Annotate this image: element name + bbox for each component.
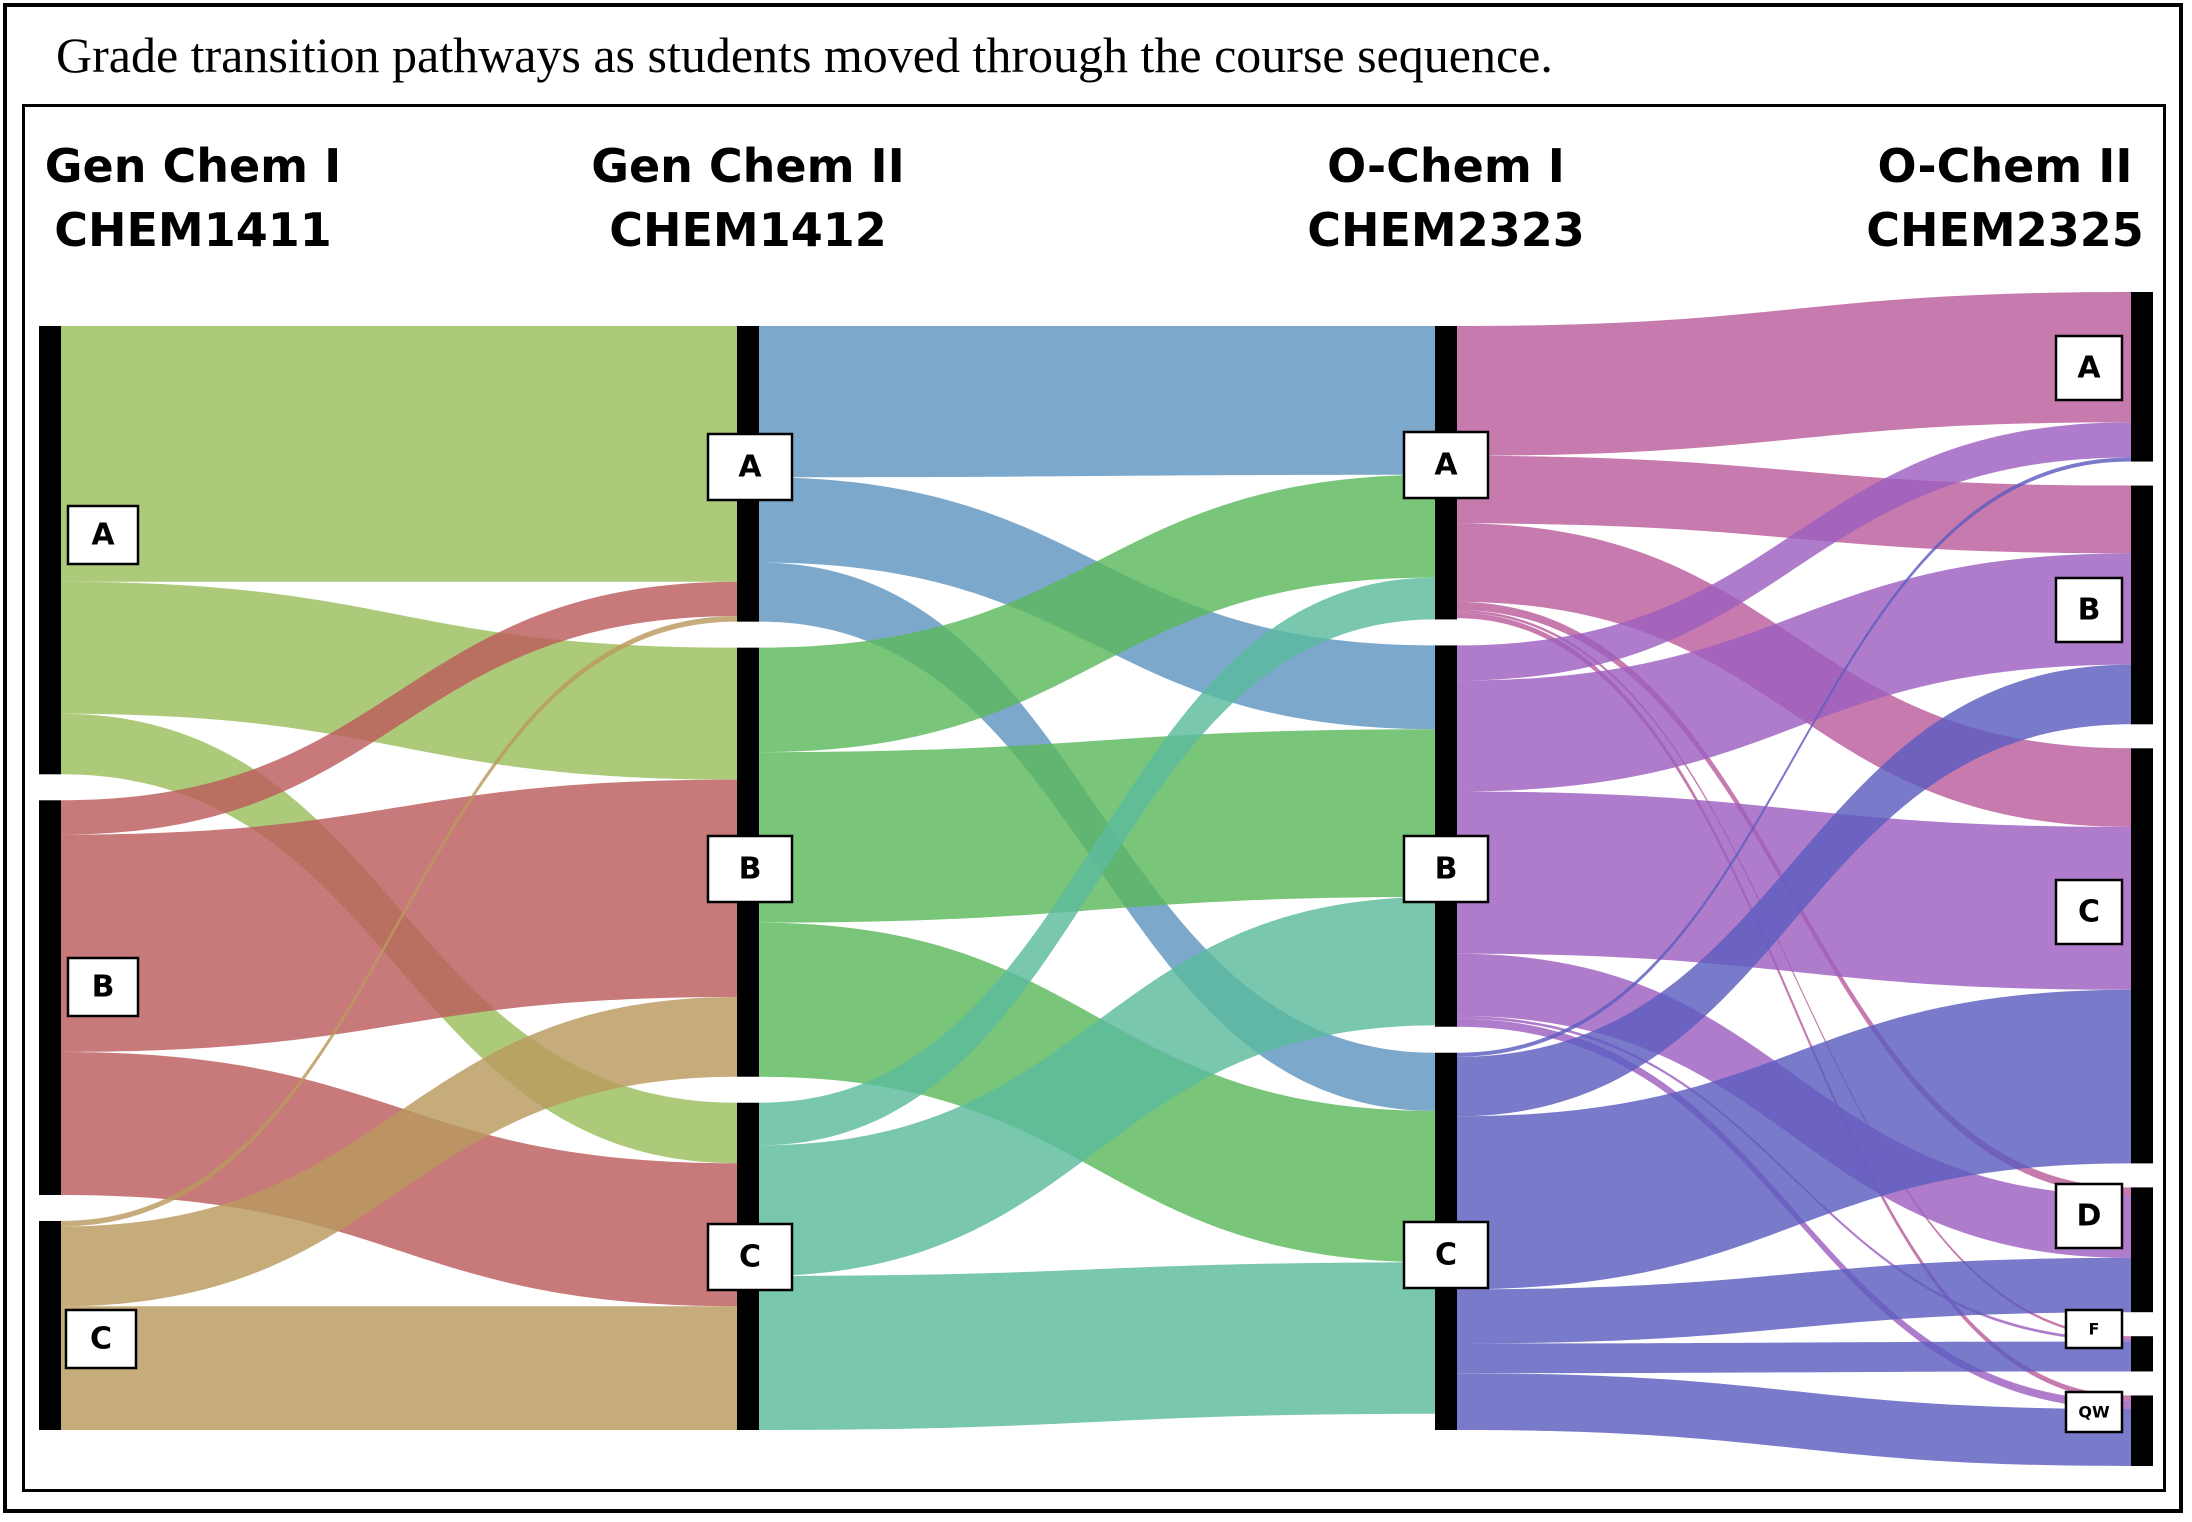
flow-c3C-to-c4F (1457, 1341, 2131, 1374)
flow-c1C-to-c2C (61, 1306, 737, 1430)
node-label-c3C: C (1402, 1220, 1490, 1290)
flow-c2C-to-c3A (759, 577, 1435, 1146)
flow-c3B-to-c4A (1457, 422, 2131, 681)
node-label-box-c1C (64, 1308, 138, 1370)
node-label-c4F: F (2064, 1308, 2124, 1350)
node-label-text-c1B: B (92, 970, 115, 1005)
node-label-text-c4C: C (2078, 895, 2100, 930)
flow-c2A-to-c3A (759, 326, 1435, 478)
flow-c2B-to-c3A (759, 474, 1435, 753)
node-label-box-c1B (66, 956, 140, 1018)
column-titles-layer: Gen Chem I CHEM1411 Gen Chem II CHEM1412 O-C… (45, 139, 2144, 257)
figure-frame (22, 104, 2166, 1492)
node-label-c4A: A (2054, 334, 2124, 402)
node-label-text-c4B: B (2078, 593, 2101, 628)
node-label-box-c4B (2054, 576, 2124, 644)
flow-c3C-to-c4C (1457, 989, 2131, 1290)
column-title-c4-line1: O-Chem II (1878, 139, 2133, 193)
flow-c3A-to-c4QW (1457, 612, 2131, 1401)
flow-c1A-to-c2B (61, 581, 737, 780)
node-bar-c4F (2131, 1336, 2153, 1372)
node-label-c4B: B (2054, 576, 2124, 644)
node-label-box-c3C (1402, 1220, 1490, 1290)
node-label-c2B: B (706, 834, 794, 904)
flow-c2C-to-c3B (759, 896, 1435, 1276)
node-label-box-c4A (2054, 334, 2124, 402)
node-label-text-c2C: C (739, 1240, 761, 1275)
node-label-box-c2B (706, 834, 794, 904)
node-bar-c4B (2131, 485, 2153, 725)
flow-c1B-to-c2B (61, 779, 737, 1052)
node-label-text-c2A: A (738, 450, 762, 485)
node-labels-layer: A B C A B C A B C A B C D F QW (64, 334, 2124, 1434)
node-label-text-c4QW: QW (2078, 1403, 2110, 1422)
node-label-box-c4QW (2064, 1390, 2124, 1434)
flow-c2B-to-c3B (759, 729, 1435, 923)
flow-c1C-to-c2B (61, 996, 737, 1307)
node-label-c4QW: QW (2064, 1390, 2124, 1434)
node-label-text-c3B: B (1435, 852, 1458, 887)
flow-c3A-to-c4A (1457, 292, 2131, 456)
flow-c3B-to-c4B (1457, 553, 2131, 792)
node-label-c1B: B (66, 956, 140, 1018)
outer-frame (3, 3, 2183, 1513)
node-bars-layer (39, 292, 2153, 1466)
flow-c3C-to-c4A (1457, 457, 2131, 1057)
flow-c3A-to-c4B (1457, 455, 2131, 554)
flow-c2C-to-c3C (759, 1262, 1435, 1430)
column-title-c1-line2: CHEM1411 (54, 203, 331, 257)
flow-c3A-to-c4F (1457, 609, 2131, 1339)
flow-c3C-to-c4D (1457, 1257, 2131, 1344)
node-label-box-c1A (66, 504, 140, 566)
node-label-text-c1C: C (90, 1322, 112, 1357)
node-bar-c4QW (2131, 1395, 2153, 1466)
node-label-c3B: B (1402, 834, 1490, 904)
node-label-text-c4F: F (2089, 1320, 2100, 1339)
column-title-c3-line2: CHEM2323 (1307, 203, 1584, 257)
node-label-text-c1A: A (91, 518, 115, 553)
column-title-c1-line1: Gen Chem I (45, 139, 341, 193)
node-label-c4C: C (2054, 878, 2124, 946)
node-label-text-c2B: B (739, 852, 762, 887)
flow-c3C-to-c4QW (1457, 1373, 2131, 1466)
node-label-text-c3C: C (1435, 1238, 1457, 1273)
column-title-c2-line2: CHEM1412 (609, 203, 886, 257)
figure-caption: Grade transition pathways as students mo… (56, 27, 1553, 83)
node-label-box-c4C (2054, 878, 2124, 946)
node-label-box-c3B (1402, 834, 1490, 904)
flows-layer (61, 292, 2131, 1466)
flow-c3C-to-c4B (1457, 664, 2131, 1117)
node-label-c3A: A (1402, 430, 1490, 500)
node-label-text-c4A: A (2077, 351, 2101, 386)
flow-c1C-to-c2A (61, 616, 737, 1227)
node-bar-c1A (39, 326, 61, 775)
node-bar-c1B (39, 800, 61, 1195)
node-label-c1A: A (66, 504, 140, 566)
node-label-box-c4F (2064, 1308, 2124, 1350)
node-label-text-c3A: A (1434, 448, 1458, 483)
node-bar-c4A (2131, 292, 2153, 462)
column-title-c3-line1: O-Chem I (1327, 139, 1565, 193)
flow-c1B-to-c2A (61, 581, 737, 835)
column-title-c2-line1: Gen Chem II (591, 139, 905, 193)
node-label-c1C: C (64, 1308, 138, 1370)
node-label-text-c4D: D (2077, 1199, 2102, 1234)
node-label-box-c2A (706, 432, 794, 502)
node-bar-c1C (39, 1220, 61, 1430)
node-label-box-c2C (706, 1222, 794, 1292)
flow-c1A-to-c2A (61, 326, 737, 582)
node-label-box-c4D (2054, 1182, 2124, 1250)
node-bar-c4C (2131, 748, 2153, 1164)
node-bar-c4D (2131, 1187, 2153, 1313)
node-label-c4D: D (2054, 1182, 2124, 1250)
node-label-c2C: C (706, 1222, 794, 1292)
node-label-c2A: A (706, 432, 794, 502)
column-title-c4-line2: CHEM2325 (1866, 203, 2143, 257)
node-label-box-c3A (1402, 430, 1490, 500)
